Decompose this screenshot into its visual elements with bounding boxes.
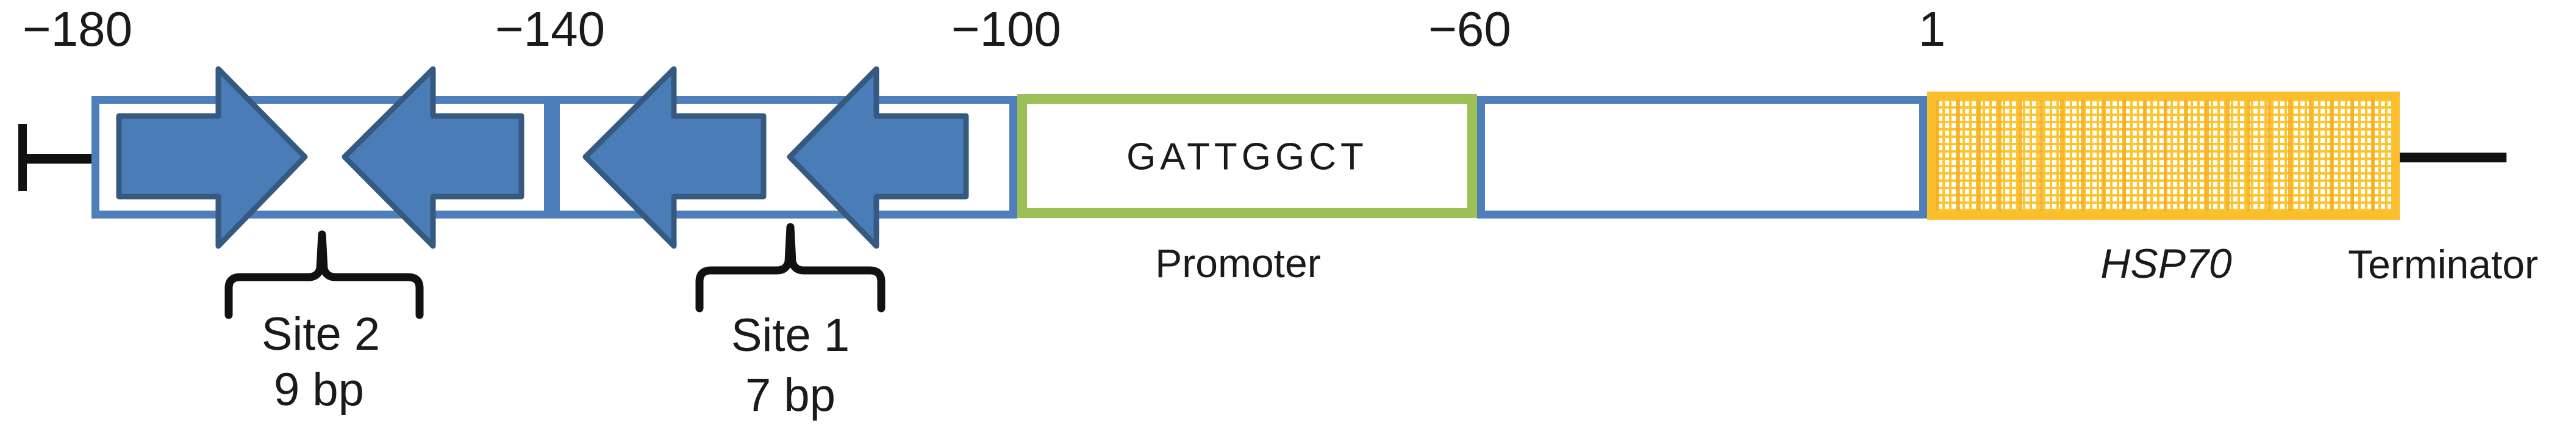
site2-arrow-right-icon xyxy=(116,66,308,249)
terminator-line xyxy=(2400,153,2506,162)
position-label-minus60: −60 xyxy=(1428,2,1511,56)
position-label-minus180: −180 xyxy=(22,2,133,56)
site1-arrow-left-outer-icon xyxy=(582,66,767,249)
position-label-minus140: −140 xyxy=(495,2,606,56)
site2-length-label: 9 bp xyxy=(274,364,364,416)
position-label-plus1: 1 xyxy=(1918,2,1946,56)
left-end-tick xyxy=(18,124,27,191)
promoter-sequence: GATTGGCT xyxy=(1126,136,1368,178)
terminator-label: Terminator xyxy=(2348,242,2538,287)
position-label-minus100: −100 xyxy=(951,2,1062,56)
left-end-line xyxy=(27,154,93,164)
site1-brace-icon xyxy=(695,223,886,313)
site2-brace-icon xyxy=(224,230,424,319)
site1-arrow-left-inner-icon xyxy=(787,66,969,249)
site1-length-label: 7 bp xyxy=(745,369,835,421)
site2-name-label: Site 2 xyxy=(261,308,381,360)
site1-name-label: Site 1 xyxy=(731,309,850,361)
promoter-label: Promoter xyxy=(1155,241,1321,286)
hsp70-gene-box xyxy=(1927,92,2400,220)
spacer-box xyxy=(1477,96,1927,219)
gene-label: HSP70 xyxy=(2100,241,2232,287)
site2-arrow-left-icon xyxy=(342,66,524,249)
promoter-box xyxy=(1017,94,1477,218)
